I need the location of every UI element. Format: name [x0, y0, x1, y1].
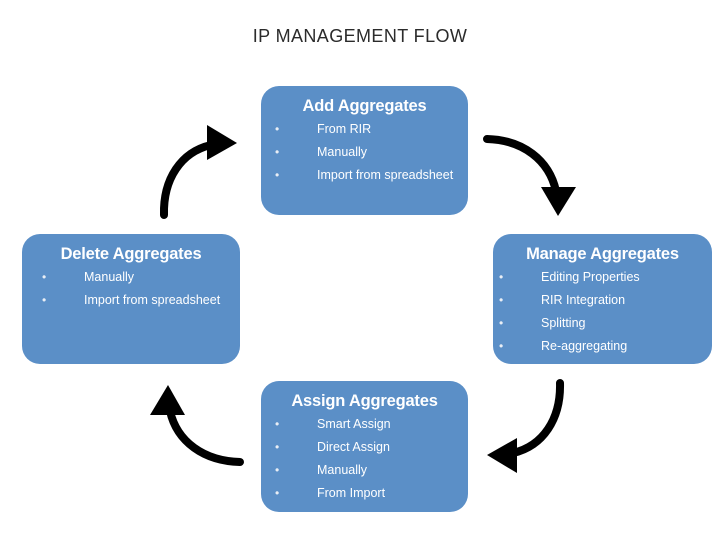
list-item-label: Editing Properties [541, 270, 640, 284]
list-item: • Splitting [499, 312, 712, 335]
node-manage-aggregates-title: Manage Aggregates [526, 245, 679, 263]
bullet-icon: • [275, 168, 280, 182]
list-item-label: Import from spreadsheet [84, 293, 221, 307]
node-add-aggregates-title: Add Aggregates [302, 97, 427, 115]
bullet-icon: • [275, 463, 280, 477]
list-item-label: Direct Assign [317, 440, 390, 454]
list-item: • From Import [275, 482, 468, 505]
bullet-icon: • [275, 486, 280, 500]
bullet-icon: • [499, 293, 504, 307]
bullet-icon: • [275, 122, 280, 136]
bullet-icon: • [42, 270, 47, 284]
list-item-label: Import from spreadsheet [317, 168, 454, 182]
arrow-assign-to-delete-icon [150, 385, 244, 466]
list-item-label: From RIR [317, 122, 372, 136]
bullet-icon: • [42, 293, 47, 307]
list-item-label: Manually [84, 270, 135, 284]
list-item: • Manually [275, 459, 468, 482]
list-item-label: Manually [317, 145, 368, 159]
list-item-label: Re-aggregating [541, 339, 628, 353]
list-item: • Import from spreadsheet [42, 289, 240, 312]
bullet-icon: • [275, 417, 280, 431]
list-item-label: From Import [317, 486, 386, 500]
node-delete-aggregates-list: • Manually • Import from spreadsheet [22, 266, 240, 312]
list-item: • From RIR [275, 118, 468, 141]
node-add-aggregates[interactable]: Add Aggregates • From RIR • Manually • Impo… [261, 86, 468, 215]
node-delete-aggregates[interactable]: Delete Aggregates • Manually • Import from… [22, 234, 240, 364]
bullet-icon: • [499, 316, 504, 330]
node-add-aggregates-list: • From RIR • Manually • Import from spreads… [261, 118, 468, 187]
list-item: • Direct Assign [275, 436, 468, 459]
node-delete-aggregates-title: Delete Aggregates [60, 245, 202, 263]
list-item: • Manually [42, 266, 240, 289]
list-item: • Smart Assign [275, 413, 468, 436]
arrow-add-to-manage-icon [483, 135, 576, 216]
node-assign-aggregates-list: • Smart Assign • Direct Assign • Manually •… [261, 413, 468, 505]
list-item-label: Splitting [541, 316, 586, 330]
arrow-manage-to-assign-icon [487, 379, 565, 473]
list-item-label: Smart Assign [317, 417, 391, 431]
bullet-icon: • [499, 339, 504, 353]
list-item: • Re-aggregating [499, 335, 712, 358]
list-item: • RIR Integration [499, 289, 712, 312]
bullet-icon: • [275, 145, 280, 159]
list-item: • Manually [275, 141, 468, 164]
bullet-icon: • [275, 440, 280, 454]
list-item-label: RIR Integration [541, 293, 626, 307]
node-assign-aggregates-title: Assign Aggregates [291, 392, 438, 410]
arrow-delete-to-add-icon [159, 125, 237, 219]
node-manage-aggregates[interactable]: Manage Aggregates • Editing Properties • R… [493, 234, 712, 364]
node-manage-aggregates-list: • Editing Properties • RIR Integration • Sp… [493, 266, 712, 358]
node-assign-aggregates[interactable]: Assign Aggregates • Smart Assign • Direct … [261, 381, 468, 512]
bullet-icon: • [499, 270, 504, 284]
list-item: • Editing Properties [499, 266, 712, 289]
page-title: IP MANAGEMENT FLOW [252, 26, 468, 46]
list-item: • Import from spreadsheet [275, 164, 468, 187]
list-item-label: Manually [317, 463, 368, 477]
